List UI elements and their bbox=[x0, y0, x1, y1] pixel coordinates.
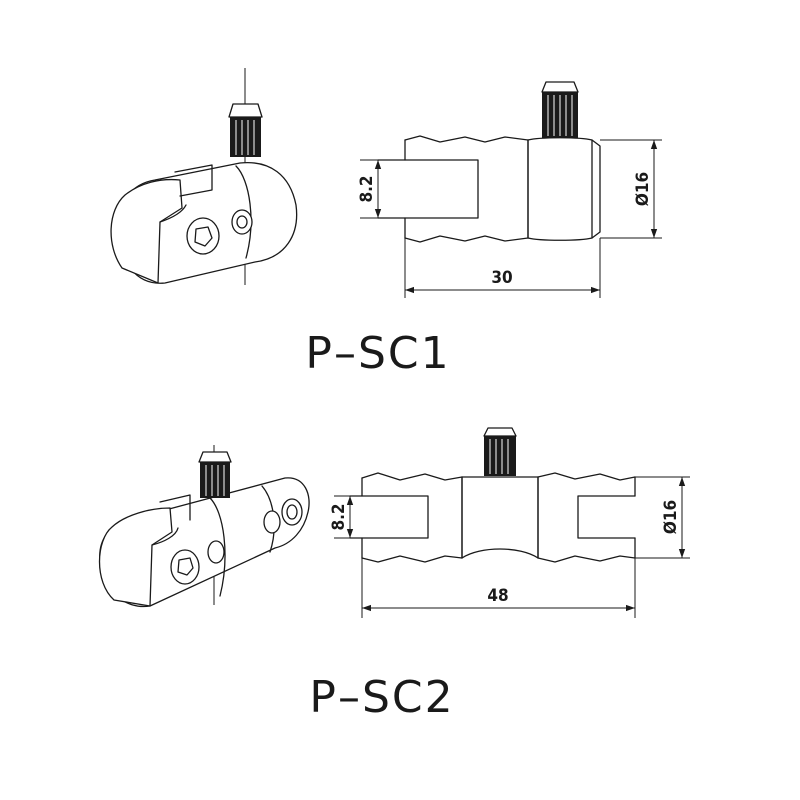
sc1-slot-dimension: 8.2 bbox=[357, 175, 377, 202]
sc2-isometric-view bbox=[98, 445, 310, 608]
sc2-slot-dimension: 8.2 bbox=[329, 503, 349, 530]
sc1-ortho-view bbox=[360, 81, 662, 298]
sc2-length-dimension: 48 bbox=[487, 586, 508, 606]
sc1-length-dimension: 30 bbox=[491, 268, 512, 288]
sc1-isometric-view bbox=[110, 68, 298, 285]
sc2-diameter-dimension: Ø16 bbox=[661, 500, 681, 534]
sc1-diameter-dimension: Ø16 bbox=[633, 172, 653, 206]
sc2-part-label: P–SC2 bbox=[309, 672, 454, 723]
sc2-ortho-view bbox=[334, 427, 690, 618]
sc1-part-label: P–SC1 bbox=[305, 328, 450, 379]
